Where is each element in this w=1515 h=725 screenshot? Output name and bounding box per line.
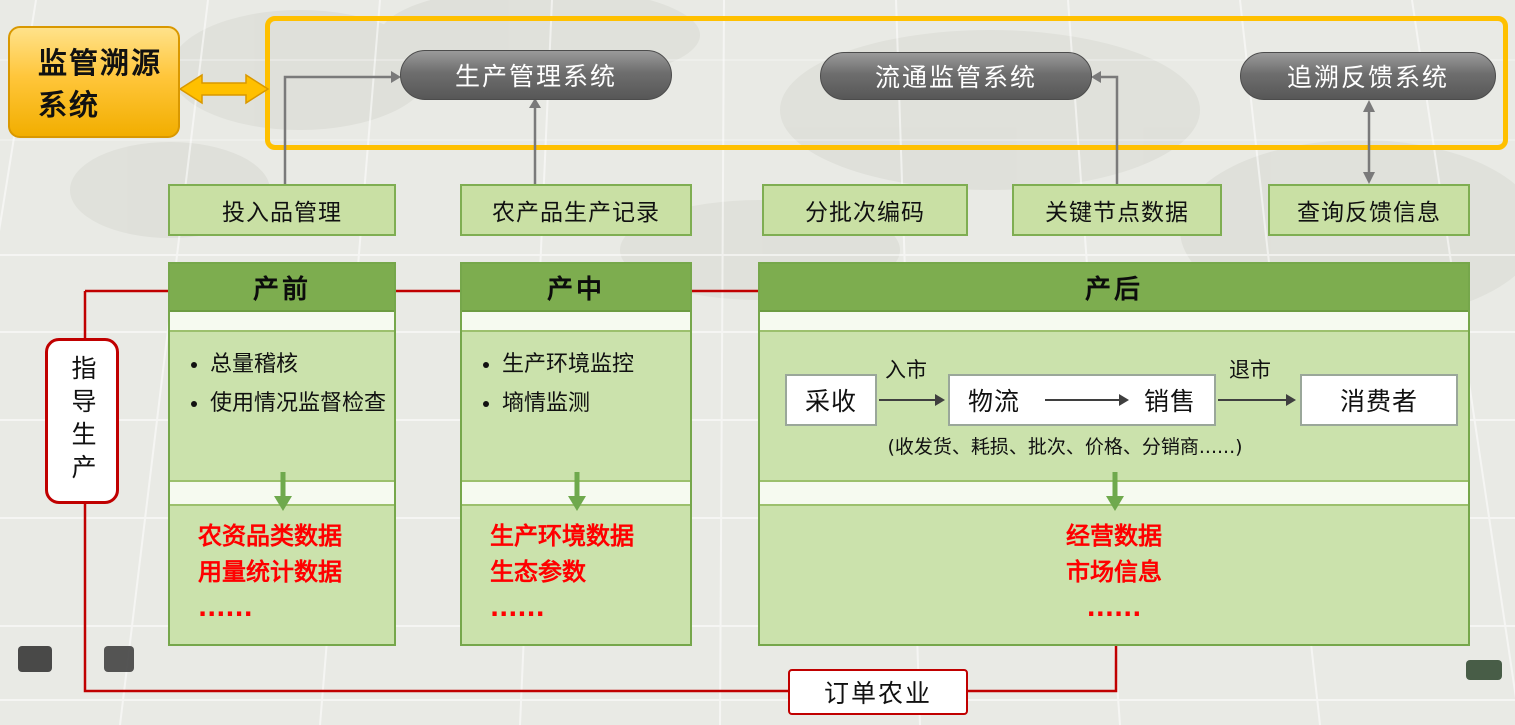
flow-arrow-icon: [1045, 394, 1129, 406]
post-data-line-2: 市场信息: [1066, 558, 1162, 586]
harvest-label: 采收: [804, 387, 857, 416]
circulation-supervision-system-label: 流通监管系统: [874, 63, 1037, 92]
pre-data-line-1: 农资品类数据: [198, 522, 342, 550]
flow-note: (收发货、耗损、批次、价格、分销商......): [887, 436, 1243, 458]
pre-production-header: 产前: [170, 264, 394, 312]
post-production-header: 产后: [760, 264, 1468, 312]
query-feedback-label: 查询反馈信息: [1297, 200, 1441, 226]
exit-market-label: 退市: [1229, 358, 1271, 382]
order-agriculture-label: 订单农业: [823, 679, 932, 708]
pre-bullet-1: 总量稽核: [210, 348, 394, 381]
down-arrow-icon: [1106, 472, 1124, 511]
mid-production-data: 生产环境数据 生态参数 ......: [462, 506, 690, 644]
supervision-system-line1: 监管溯源: [38, 46, 163, 80]
sales-label: 销售: [1143, 387, 1196, 416]
circulation-supervision-system-box: 流通监管系统: [820, 52, 1092, 100]
production-record-label: 农产品生产记录: [492, 200, 660, 226]
screen-artifact: [104, 646, 134, 672]
double-arrow-icon: [178, 73, 270, 105]
screen-artifact: [18, 646, 52, 672]
supervision-frame: [265, 16, 1508, 150]
down-arrow-icon: [568, 472, 586, 511]
supervision-system-line2: 系统: [38, 88, 101, 122]
mid-bullet-1: 生产环境监控: [502, 348, 690, 381]
mid-data-line-1: 生产环境数据: [490, 522, 634, 550]
mid-data-line-3: ......: [490, 594, 545, 622]
supervision-system-box: 监管溯源 系统: [8, 26, 180, 138]
flow-arrow-icon: [1218, 394, 1296, 406]
logistics-label: 物流: [968, 387, 1021, 416]
arrowhead-down-icon: [1363, 172, 1375, 184]
pre-bullet-2: 使用情况监督检查: [210, 387, 394, 420]
post-data-line-3: ......: [1086, 594, 1142, 622]
mid-production-header: 产中: [462, 264, 690, 312]
pre-data-line-3: ......: [198, 594, 253, 622]
harvest-box: 采收: [785, 374, 877, 426]
pre-production-body: 总量稽核 使用情况监督检查: [170, 332, 394, 480]
guide-production-label: 指导生产: [68, 355, 97, 487]
enter-market-label: 入市: [885, 358, 927, 382]
pre-data-line-2: 用量统计数据: [198, 558, 342, 586]
pre-production-column: 产前 总量稽核 使用情况监督检查 农资品类数据 用量统计数据 ......: [168, 262, 396, 646]
pre-production-gap-strip: [170, 312, 394, 332]
production-management-system-label: 生产管理系统: [454, 62, 617, 91]
down-arrow-icon: [274, 472, 292, 511]
mid-production-column: 产中 生产环境监控 墒情监测 生产环境数据 生态参数 ......: [460, 262, 692, 646]
batch-coding-label-box: 分批次编码: [762, 184, 968, 236]
trace-feedback-system-label: 追溯反馈系统: [1286, 63, 1449, 92]
post-production-gap-strip: [760, 312, 1468, 332]
input-management-label: 投入品管理: [222, 200, 342, 226]
consumer-box: 消费者: [1300, 374, 1458, 426]
flow-arrow-icon: [879, 394, 945, 406]
pre-production-data: 农资品类数据 用量统计数据 ......: [170, 506, 394, 644]
guide-production-box: 指导生产: [45, 338, 119, 504]
trace-feedback-system-box: 追溯反馈系统: [1240, 52, 1496, 100]
mid-production-gap-strip: [462, 312, 690, 332]
screen-artifact: [1466, 660, 1502, 680]
key-node-data-label: 关键节点数据: [1045, 200, 1189, 226]
post-production-column: 产后 采收 入市 物流 销售 退市 消费者 (收发货、耗损、批次、价格、分销商.…: [758, 262, 1470, 646]
mid-bullet-2: 墒情监测: [502, 387, 690, 420]
batch-coding-label: 分批次编码: [805, 200, 925, 226]
post-data-line-1: 经营数据: [1066, 522, 1162, 550]
mid-production-body: 生产环境监控 墒情监测: [462, 332, 690, 480]
order-agriculture-box: 订单农业: [788, 669, 968, 715]
production-management-system-box: 生产管理系统: [400, 50, 672, 100]
logistics-sales-box: 物流 销售: [948, 374, 1216, 426]
production-record-label-box: 农产品生产记录: [460, 184, 692, 236]
query-feedback-label-box: 查询反馈信息: [1268, 184, 1470, 236]
input-management-label-box: 投入品管理: [168, 184, 396, 236]
key-node-data-label-box: 关键节点数据: [1012, 184, 1222, 236]
consumer-label: 消费者: [1339, 387, 1418, 416]
mid-data-line-2: 生态参数: [490, 558, 586, 586]
post-production-data: 经营数据 市场信息 ......: [760, 506, 1468, 644]
